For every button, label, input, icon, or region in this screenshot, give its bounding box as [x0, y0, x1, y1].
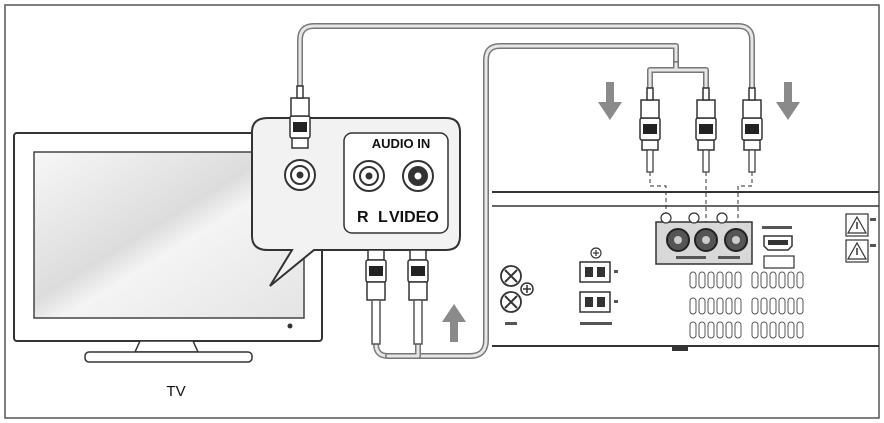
arrow-down-icon	[776, 82, 800, 120]
vent-slot	[725, 297, 733, 315]
tv-stand	[84, 351, 253, 363]
splitter-right	[673, 61, 709, 91]
vent-slot	[787, 271, 795, 289]
rca-jack-icon	[353, 160, 385, 192]
vent-slot	[751, 297, 759, 315]
vent-slot	[787, 297, 795, 315]
warning-icon	[845, 239, 869, 263]
vent-slot	[787, 321, 795, 339]
arrow-down-icon	[598, 82, 622, 120]
hdmi-port-icon	[762, 226, 795, 269]
vent-slot	[778, 271, 786, 289]
outer-frame	[4, 4, 880, 419]
audio-in-label: AUDIO IN	[372, 136, 431, 151]
vent-slot	[769, 271, 777, 289]
vent-slot	[689, 297, 697, 315]
panel-foot	[672, 346, 688, 351]
vent-slot	[689, 271, 697, 289]
splitter-left	[647, 61, 679, 91]
rca-jack-icon	[402, 160, 434, 192]
vent-slot	[751, 321, 759, 339]
vent-slot	[707, 297, 715, 315]
vent-slot	[734, 297, 742, 315]
antenna-terminal	[500, 265, 534, 325]
vent-slot	[716, 321, 724, 339]
rca-plug-icon	[741, 87, 763, 151]
speaker-terminal-icon	[579, 247, 618, 283]
jack-label-r: R	[357, 209, 369, 226]
vent-grid	[689, 271, 804, 339]
audio-cable-l-branch-inner	[386, 340, 420, 358]
audio-plug-l-boot	[413, 299, 423, 345]
vent-slot	[716, 297, 724, 315]
splitter-right-inner	[674, 62, 708, 90]
vent-slot	[698, 297, 706, 315]
rca-jack-icon	[694, 228, 718, 252]
plug-tip	[748, 149, 756, 173]
vent-slot	[698, 321, 706, 339]
jack-label-video: VIDEO	[389, 209, 439, 226]
rca-plug-icon	[695, 87, 717, 151]
speaker-terminal-icon	[579, 291, 618, 325]
rca-jack-icon	[666, 228, 690, 252]
receiver-rear-panel	[492, 191, 879, 351]
audio-in-panel	[343, 132, 449, 234]
rca-plug-icon	[289, 85, 311, 149]
vent-slot	[778, 297, 786, 315]
rca-jack-icon	[284, 159, 316, 191]
tv-neck	[133, 340, 200, 353]
audio-cable-inner	[374, 44, 678, 358]
plug-tip	[702, 149, 710, 173]
plug-tip	[646, 149, 654, 173]
tv-power-led	[287, 323, 293, 329]
audio-plug-r-boot	[371, 299, 381, 345]
vent-slot	[796, 297, 804, 315]
arrow-up-icon	[442, 304, 466, 342]
cables	[297, 23, 755, 359]
vent-slot	[734, 321, 742, 339]
vent-slot	[689, 321, 697, 339]
jack-label-l: L	[378, 209, 388, 226]
tiny-label-mark	[718, 256, 740, 259]
vent-slot	[725, 321, 733, 339]
vent-slot	[769, 297, 777, 315]
vent-slot	[734, 271, 742, 289]
vent-slot	[796, 271, 804, 289]
vent-slot	[751, 271, 759, 289]
tiny-label-mark	[676, 256, 706, 259]
vent-slot	[760, 271, 768, 289]
guide-lines	[649, 172, 753, 222]
warning-icon	[845, 213, 869, 237]
vent-slot	[796, 321, 804, 339]
vent-slot	[698, 271, 706, 289]
vent-slot	[716, 271, 724, 289]
vent-slot	[725, 271, 733, 289]
vent-slot	[760, 297, 768, 315]
rca-plug-icon	[639, 87, 661, 151]
video-cable	[297, 23, 755, 91]
tv-label: TV	[166, 383, 185, 400]
vent-slot	[707, 321, 715, 339]
vent-slot	[760, 321, 768, 339]
rca-jack-icon	[724, 228, 748, 252]
vent-slot	[778, 321, 786, 339]
tv-input-callout: AUDIO IN R L VIDEO	[251, 117, 461, 287]
tv-icon: TV	[13, 132, 323, 400]
vent-slot	[707, 271, 715, 289]
video-cable-inner	[298, 24, 754, 90]
vent-slot	[769, 321, 777, 339]
